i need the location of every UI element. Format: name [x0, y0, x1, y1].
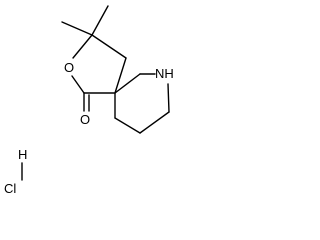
hydrogen-label: H [18, 147, 27, 162]
bond-c8-c9 [139, 111, 170, 134]
bond-c9-c10 [114, 117, 141, 134]
bond-lines [21, 5, 170, 181]
bond-methyl-2 [91, 5, 109, 36]
bond-c1-o2 [71, 75, 85, 94]
bond-spiro-c6 [114, 73, 141, 94]
bond-methyl-1 [61, 21, 93, 36]
chlorine-label: Cl [4, 181, 16, 196]
bond-n-c8 [167, 83, 170, 113]
ring-oxygen-label: O [64, 60, 74, 75]
bond-ch2-spiro [114, 57, 127, 94]
bond-c3-ch2 [91, 34, 127, 59]
bond-o2-c3 [72, 34, 93, 59]
carbonyl-oxygen-label: O [80, 112, 90, 127]
molecule-structure: O O NH H Cl [4, 5, 174, 196]
ring-nitrogen-label: NH [155, 66, 174, 81]
